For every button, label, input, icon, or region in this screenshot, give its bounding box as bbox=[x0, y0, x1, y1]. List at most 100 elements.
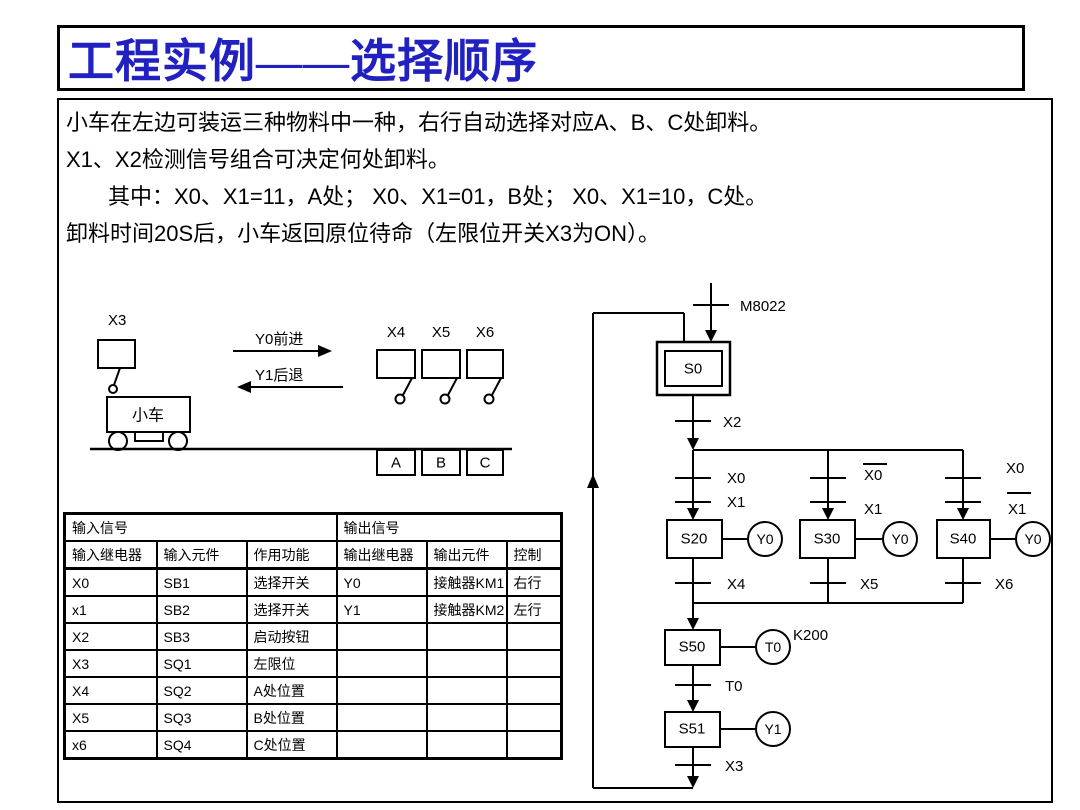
cart-label: 小车 bbox=[132, 407, 164, 425]
branch1-cond1-label: X0 bbox=[727, 470, 745, 487]
branch2-cond1-label: X0 bbox=[864, 467, 882, 484]
branch3-cond1-label: X0 bbox=[1006, 460, 1024, 477]
description-line-4: 卸料时间20S后，小车返回原位待命（左限位开关X3为ON）。 bbox=[66, 221, 661, 246]
branch1-cond2-label: X1 bbox=[727, 494, 745, 511]
step-s30-label: S30 bbox=[814, 531, 841, 548]
cart-diagram: X3 小车 Y0前进 Y1后退 X4 X5 X6 A B C bbox=[90, 312, 512, 476]
step-s0-label: S0 bbox=[684, 361, 702, 378]
step-s40-label: S40 bbox=[950, 531, 977, 548]
description-line-2: X1、X2检测信号组合可决定何处卸料。 bbox=[66, 147, 450, 172]
sfc-diagram: M8022 S0 X2 X0 X1 S20 Y0 X4 X0 X1 S30 Y0… bbox=[587, 283, 1051, 789]
table-cell: 选择开关 bbox=[245, 567, 338, 597]
table-cell: X0 bbox=[63, 567, 158, 597]
init-transition-label: M8022 bbox=[740, 298, 786, 315]
switch-label-x6: X6 bbox=[476, 324, 494, 341]
action-s20-label: Y0 bbox=[756, 531, 773, 547]
table-row: X5 SQ3 B处位置 bbox=[63, 703, 563, 732]
table-cell bbox=[425, 730, 508, 760]
action-t0-label: T0 bbox=[765, 639, 782, 655]
backward-label: Y1后退 bbox=[255, 367, 303, 384]
table-cell bbox=[505, 676, 563, 705]
table-cell: 右行 bbox=[505, 567, 563, 597]
table-cell: SB1 bbox=[155, 567, 248, 597]
table-cell bbox=[335, 649, 428, 678]
table-cell: X3 bbox=[63, 649, 158, 678]
table-cell: 左行 bbox=[505, 595, 563, 624]
table-cell: Y1 bbox=[335, 595, 428, 624]
table-cell bbox=[505, 649, 563, 678]
description-paragraph: 小车在左边可装运三种物料中一种，右行自动选择对应A、B、C处卸料。 X1、X2检… bbox=[66, 104, 1016, 252]
table-cell bbox=[425, 649, 508, 678]
branch2-cond2-label: X1 bbox=[864, 501, 882, 518]
table-cell bbox=[425, 622, 508, 651]
table-cell: SB3 bbox=[155, 622, 248, 651]
table-cell bbox=[335, 703, 428, 732]
table-cell: 选择开关 bbox=[245, 595, 338, 624]
branch1-exit-label: X4 bbox=[727, 576, 745, 593]
table-cell bbox=[335, 622, 428, 651]
table-cell: x6 bbox=[63, 730, 158, 760]
col-header: 输入继电器 bbox=[63, 540, 158, 570]
col-header: 输入元件 bbox=[155, 540, 248, 570]
table-group-header-row: 输入信号 输出信号 bbox=[63, 512, 563, 542]
table-cell: Y0 bbox=[335, 567, 428, 597]
description-line-3: 其中：X0、X1=11，A处； X0、X1=01，B处； X0、X1=10，C处… bbox=[108, 184, 768, 209]
table-cell: B处位置 bbox=[245, 703, 338, 732]
group-header-input: 输入信号 bbox=[63, 512, 338, 542]
table-cell: 接触器KM1 bbox=[425, 567, 508, 597]
step-s20-label: S20 bbox=[681, 531, 708, 548]
step-s50-label: S50 bbox=[679, 639, 706, 656]
table-cell: SQ2 bbox=[155, 676, 248, 705]
table-cell bbox=[335, 676, 428, 705]
timer-transition-label: T0 bbox=[725, 678, 743, 695]
col-header: 控制 bbox=[505, 540, 563, 570]
table-cell bbox=[505, 703, 563, 732]
table-cell: A处位置 bbox=[245, 676, 338, 705]
action-y1-label: Y1 bbox=[764, 721, 781, 737]
table-cell: C处位置 bbox=[245, 730, 338, 760]
table-cell: x1 bbox=[63, 595, 158, 624]
sfc-flow-lines bbox=[587, 283, 1051, 789]
table-cell: X5 bbox=[63, 703, 158, 732]
table-cell: SQ4 bbox=[155, 730, 248, 760]
switch-label-x5: X5 bbox=[432, 324, 450, 341]
table-cell: X2 bbox=[63, 622, 158, 651]
step-s51-label: S51 bbox=[679, 721, 706, 738]
table-cell: X4 bbox=[63, 676, 158, 705]
action-s30-label: Y0 bbox=[891, 531, 908, 547]
branch3-cond2-label: X1 bbox=[1008, 501, 1026, 518]
action-s40-label: Y0 bbox=[1024, 531, 1041, 547]
table-cell: 接触器KM2 bbox=[425, 595, 508, 624]
table-row: x1 SB2 选择开关 Y1 接触器KM2 左行 bbox=[63, 595, 563, 624]
table-cell: 左限位 bbox=[245, 649, 338, 678]
start-transition-label: X2 bbox=[723, 414, 741, 431]
table-cell: SQ3 bbox=[155, 703, 248, 732]
switch-label-x4: X4 bbox=[387, 324, 405, 341]
table-cell: SQ1 bbox=[155, 649, 248, 678]
station-label-b: B bbox=[436, 455, 446, 472]
cart-diagram-lines bbox=[90, 339, 512, 476]
io-table: 输入信号 输出信号 输入继电器 输入元件 作用功能 输出继电器 输出元件 控制 … bbox=[63, 512, 563, 760]
table-row: X0 SB1 选择开关 Y0 接触器KM1 右行 bbox=[63, 567, 563, 597]
page-title: 工程实例——选择顺序 bbox=[68, 36, 538, 87]
forward-label: Y0前进 bbox=[255, 331, 303, 348]
table-cell bbox=[425, 676, 508, 705]
table-row: X4 SQ2 A处位置 bbox=[63, 676, 563, 705]
station-label-a: A bbox=[391, 455, 401, 472]
title-box: 工程实例——选择顺序 bbox=[57, 25, 1025, 91]
table-row: X2 SB3 启动按钮 bbox=[63, 622, 563, 651]
branch2-exit-label: X5 bbox=[860, 576, 878, 593]
home-transition-label: X3 bbox=[725, 758, 743, 775]
table-cell: 启动按钮 bbox=[245, 622, 338, 651]
description-line-1: 小车在左边可装运三种物料中一种，右行自动选择对应A、B、C处卸料。 bbox=[66, 110, 772, 135]
col-header: 输出元件 bbox=[425, 540, 508, 570]
table-row: x6 SQ4 C处位置 bbox=[63, 730, 563, 760]
table-row: X3 SQ1 左限位 bbox=[63, 649, 563, 678]
table-cell bbox=[425, 703, 508, 732]
group-header-output: 输出信号 bbox=[335, 512, 563, 542]
table-cell bbox=[505, 622, 563, 651]
col-header: 作用功能 bbox=[245, 540, 338, 570]
station-label-c: C bbox=[480, 455, 491, 472]
timer-value-label: K200 bbox=[793, 627, 828, 644]
table-cell bbox=[335, 730, 428, 760]
